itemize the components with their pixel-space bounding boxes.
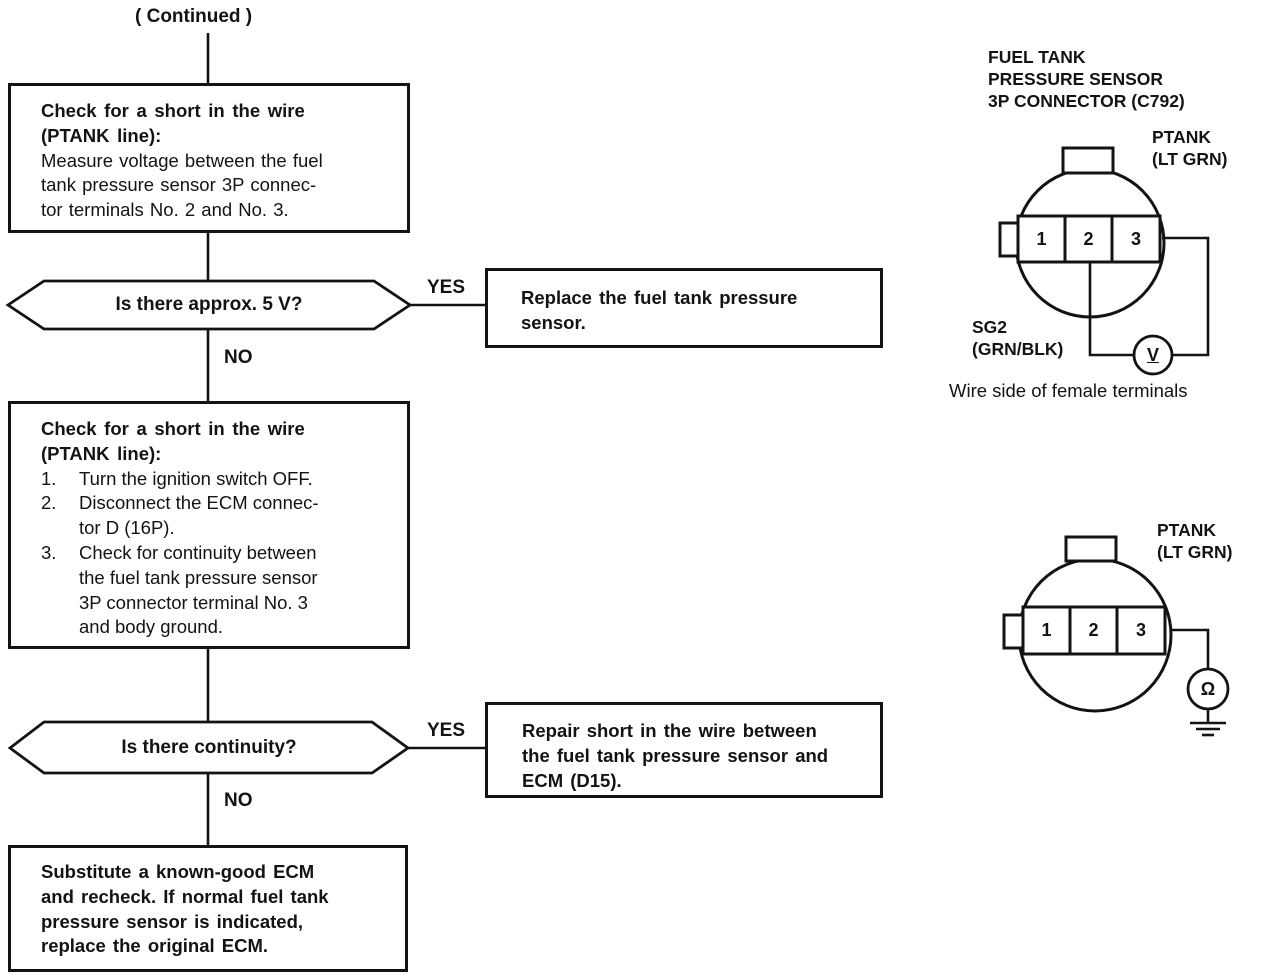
decision-continuity-shape	[7, 720, 411, 775]
step-text: Disconnect the ECM connec- tor D (16P).	[79, 492, 319, 539]
connector-top-title: FUEL TANK PRESSURE SENSOR 3P CONNECTOR (…	[988, 47, 1185, 111]
replace-sensor-box: Replace the fuel tank pressure sensor.	[485, 268, 883, 348]
decision-voltage-question: Is there approx. 5 V?	[115, 294, 303, 315]
replace-sensor-text: Replace the fuel tank pressure sensor.	[521, 287, 798, 333]
terminal-1-top: 1	[1036, 228, 1047, 249]
connector-bottom-art	[1002, 535, 1210, 713]
ground-icon	[1190, 709, 1226, 737]
terminal-2-bottom: 2	[1088, 620, 1099, 640]
check-continuity-step: 1. Turn the ignition switch OFF.	[41, 467, 395, 492]
decision-continuity-no-label: NO	[224, 790, 253, 811]
decision-voltage-yes-label: YES	[427, 277, 466, 298]
step-text: Turn the ignition switch OFF.	[79, 467, 313, 489]
decision-voltage-no-label: NO	[224, 347, 253, 368]
repair-wire-box: Repair short in the wire between the fue…	[485, 702, 883, 798]
decision-voltage-shape	[5, 279, 413, 331]
substitute-ecm-box: Substitute a known-good ECM and recheck.…	[8, 845, 408, 972]
connector-top-art	[998, 146, 1210, 357]
substitute-ecm-text: Substitute a known-good ECM and recheck.…	[41, 861, 329, 957]
voltmeter-icon	[1132, 334, 1174, 376]
step-text: Check for continuity between the fuel ta…	[79, 541, 318, 638]
continued-label: ( Continued )	[135, 6, 253, 27]
check-voltage-box: Check for a short in the wire (PTANK lin…	[8, 83, 410, 233]
check-voltage-body: Measure voltage between the fuel tank pr…	[41, 149, 323, 221]
check-continuity-box: Check for a short in the wire (PTANK lin…	[8, 401, 410, 649]
terminal-1-bottom: 1	[1041, 620, 1052, 640]
ptank-label-top: PTANK (LT GRN)	[1152, 127, 1228, 169]
flow-lines	[206, 33, 487, 847]
voltmeter-label: V	[1146, 344, 1159, 365]
terminal-3-top: 3	[1130, 228, 1141, 249]
terminal-3-bottom: 3	[1135, 620, 1146, 640]
decision-shapes	[5, 279, 413, 775]
step-number: 2.	[41, 492, 57, 514]
check-voltage-title: Check for a short in the wire (PTANK lin…	[41, 100, 305, 146]
ptank-label-bottom: PTANK (LT GRN)	[1157, 520, 1233, 562]
step-number: 1.	[41, 467, 57, 489]
step-number: 3.	[41, 541, 57, 563]
wire-side-caption: Wire side of female terminals	[949, 380, 1188, 401]
check-continuity-step: 3. Check for continuity between the fuel…	[41, 541, 395, 640]
terminal-2-top: 2	[1083, 228, 1094, 249]
sg2-label: SG2 (GRN/BLK)	[972, 317, 1064, 359]
repair-wire-text: Repair short in the wire between the fue…	[522, 720, 829, 791]
check-continuity-step: 2. Disconnect the ECM connec- tor D (16P…	[41, 491, 395, 541]
decision-continuity-yes-label: YES	[427, 720, 466, 741]
check-continuity-title: Check for a short in the wire (PTANK lin…	[41, 418, 305, 464]
ohmmeter-label: Ω	[1200, 678, 1216, 699]
decision-continuity-question: Is there continuity?	[121, 736, 297, 758]
